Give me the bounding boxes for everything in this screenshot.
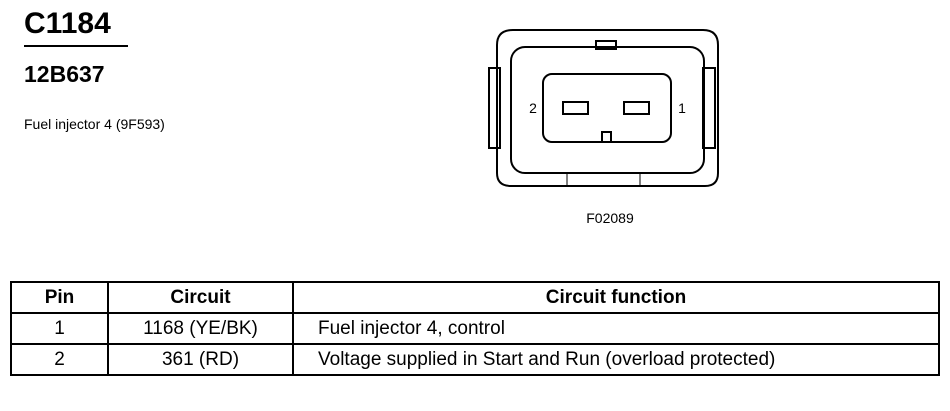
connector-description: Fuel injector 4 (9F593): [24, 116, 165, 132]
figure-code: F02089: [586, 210, 634, 226]
table-row: 2 361 (RD) Voltage supplied in Start and…: [10, 343, 940, 376]
cell-circuit-function: Fuel injector 4, control: [292, 312, 940, 345]
title-underline: [24, 45, 128, 47]
connector-part-number: 12B637: [24, 61, 105, 87]
table-row: 1 1168 (YE/BK) Fuel injector 4, control: [10, 312, 940, 345]
cell-circuit: 1168 (YE/BK): [107, 312, 294, 345]
terminal-pin-1: [623, 101, 650, 115]
connector-face-diagram: 2 1: [488, 29, 719, 187]
keying-notch: [601, 131, 612, 142]
terminal-pin-2: [562, 101, 589, 115]
table-header-row: Pin Circuit Circuit function: [10, 281, 940, 314]
connector-latch-tab: [595, 40, 617, 50]
cell-circuit: 361 (RD): [107, 343, 294, 376]
cell-circuit-function: Voltage supplied in Start and Run (overl…: [292, 343, 940, 376]
connector-housing-outline: [496, 29, 719, 187]
connector-side-rib-left: [488, 67, 501, 149]
cell-pin: 1: [10, 312, 109, 345]
pin-label-1: 1: [678, 100, 686, 116]
pinout-table: Pin Circuit Circuit function 1 1168 (YE/…: [10, 281, 940, 376]
header-circuit-function: Circuit function: [292, 281, 940, 314]
connector-inner-body: [510, 46, 705, 174]
cell-pin: 2: [10, 343, 109, 376]
connector-id: C1184: [24, 7, 111, 40]
pin-cavity: [542, 73, 672, 143]
pin-label-2: 2: [529, 100, 537, 116]
header-circuit: Circuit: [107, 281, 294, 314]
header-pin: Pin: [10, 281, 109, 314]
